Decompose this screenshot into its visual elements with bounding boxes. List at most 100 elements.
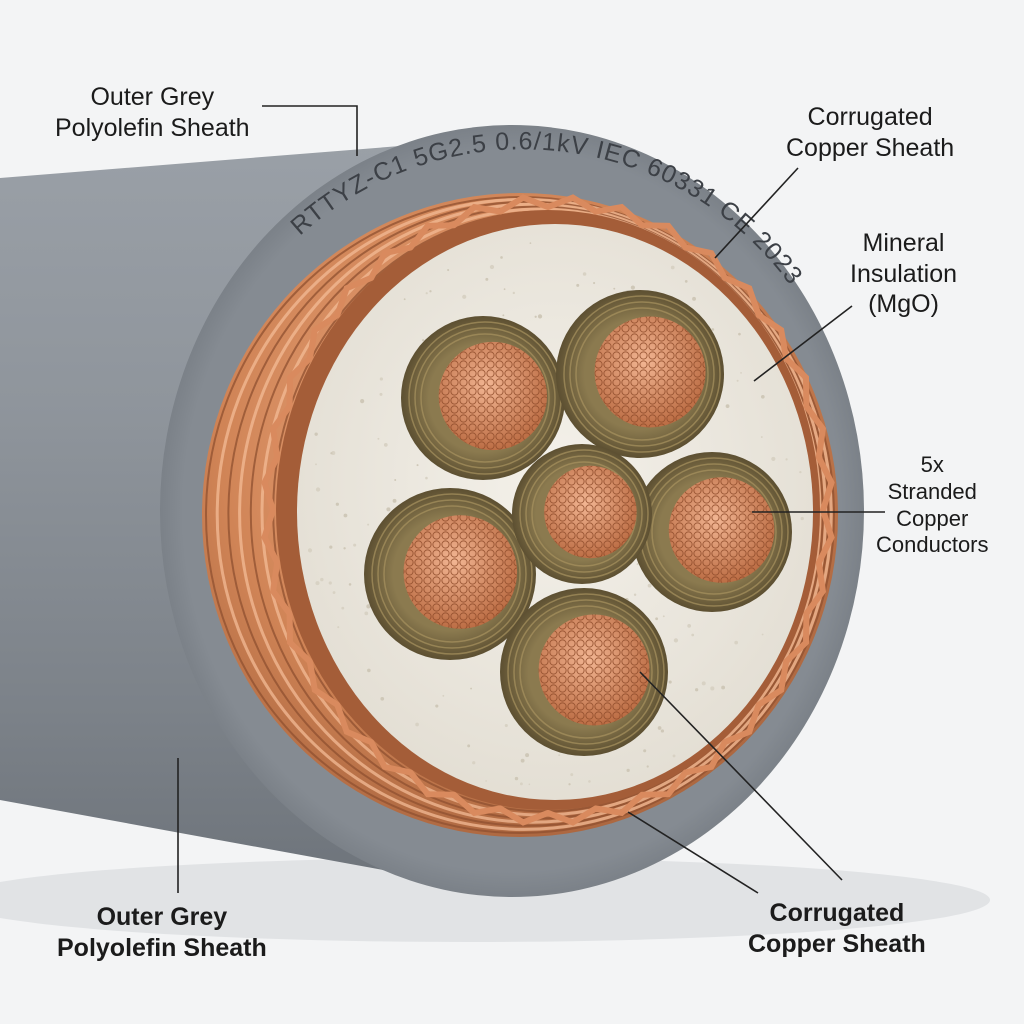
mgo-speck [738, 332, 741, 336]
copper-conductor [401, 316, 565, 480]
mgo-speck [367, 668, 371, 673]
mgo-speck [736, 379, 739, 382]
label-line: Mineral [862, 229, 945, 257]
label-stranded-copper-conductors: 5x Stranded Copper Conductors [876, 452, 989, 559]
label-outer-grey-polyolefin-sheath-top: Outer Grey Polyolefin Sheath [55, 82, 250, 143]
mgo-speck [379, 392, 383, 396]
mgo-speck [360, 399, 365, 404]
label-line: Corrugated [807, 103, 933, 131]
mgo-speck [425, 292, 428, 295]
mgo-speck [711, 328, 715, 331]
tape-layer [519, 605, 653, 739]
mgo-speck [386, 507, 391, 512]
tape-layer [525, 455, 643, 573]
label-line: Outer Grey [96, 903, 228, 931]
mgo-speck [503, 288, 506, 291]
tape-layer [414, 327, 556, 469]
copper-conductor [556, 290, 724, 458]
mgo-speck [307, 548, 313, 553]
tape-layer [383, 505, 521, 643]
tape-layer [420, 333, 550, 463]
mgo-speck [568, 783, 571, 786]
mgo-speck [470, 687, 472, 690]
mgo-speck [392, 498, 397, 503]
mgo-speck [330, 452, 333, 455]
mgo-speck [529, 242, 532, 244]
tape-layer [563, 295, 721, 453]
mgo-speck [485, 277, 489, 281]
mgo-speck [725, 404, 730, 409]
mgo-speck [734, 640, 739, 645]
tape-layer [569, 301, 715, 447]
mgo-speck [343, 513, 348, 518]
mgo-speck [673, 638, 679, 643]
copper-strands [403, 515, 518, 629]
mgo-speck [337, 626, 340, 629]
mgo-speck [662, 615, 665, 618]
label-line: Stranded [887, 478, 977, 504]
mgo-speck [329, 545, 333, 549]
mgo-speck [668, 680, 672, 684]
mgo-speck [646, 765, 649, 768]
mgo-speck [502, 314, 505, 317]
mgo-speck [462, 294, 467, 299]
copper-strands [438, 341, 547, 451]
mgo-speck [425, 476, 428, 480]
mgo-speck [633, 593, 637, 596]
mgo-speck [636, 563, 639, 566]
mgo-speck [343, 547, 346, 550]
mgo-speck [785, 458, 788, 461]
mgo-speck [643, 749, 647, 753]
leader-corrugated-bottom-b [639, 671, 843, 881]
mgo-speck [366, 604, 371, 609]
label-line: Outer Grey [90, 83, 215, 111]
label-line: Polyolefin Sheath [57, 933, 267, 962]
mgo-speck [687, 624, 692, 628]
mgo-speck [320, 577, 324, 582]
mgo-speck [695, 688, 699, 692]
mgo-speck [657, 726, 662, 730]
mgo-speck [335, 502, 339, 506]
mgo-speck [489, 264, 495, 270]
tape-layer [513, 599, 659, 745]
leader-mineral [753, 305, 853, 382]
label-corrugated-copper-sheath-top: Corrugated Copper Sheath [786, 102, 954, 163]
mgo-speck [520, 782, 523, 786]
copper-conductor [364, 488, 536, 660]
mgo-speck [692, 296, 696, 301]
copper-strands [594, 316, 706, 428]
mgo-speck [534, 315, 537, 318]
tape-layer [651, 469, 777, 595]
copper-conductor [512, 444, 652, 584]
label-line: Polyolefin Sheath [55, 113, 250, 142]
mgo-speck [701, 681, 706, 686]
mgo-speck [760, 436, 763, 438]
copper-conductor [632, 452, 792, 612]
mgo-speck [379, 377, 383, 381]
mgo-speck [367, 523, 370, 526]
mgo-speck [377, 437, 380, 440]
mgo-speck [630, 285, 635, 290]
mgo-speck [416, 464, 419, 467]
mgo-speck [771, 456, 776, 462]
label-outer-grey-polyolefin-sheath-bottom: Outer Grey Polyolefin Sheath [57, 902, 267, 963]
label-line: Conductors [876, 532, 989, 558]
mgo-speck [415, 722, 419, 727]
label-line: Copper Sheath [748, 929, 926, 958]
mgo-speck [684, 280, 688, 283]
mgo-speck [331, 451, 336, 456]
mgo-speck [429, 290, 432, 293]
mgo-speck [721, 685, 726, 690]
mgo-speck [660, 729, 664, 733]
mgo-speck [504, 723, 508, 728]
corrugated-inner-rim [261, 194, 835, 826]
tape-layer [371, 493, 533, 655]
mgo-speck [576, 283, 580, 287]
mgo-speck [472, 761, 476, 765]
mgo-speck [500, 256, 503, 259]
label-line: Copper Sheath [786, 133, 955, 162]
mgo-speck [514, 776, 519, 781]
tape-layer [519, 449, 649, 579]
leader-corrugated-top [714, 167, 799, 259]
mgo-speck [364, 611, 369, 616]
